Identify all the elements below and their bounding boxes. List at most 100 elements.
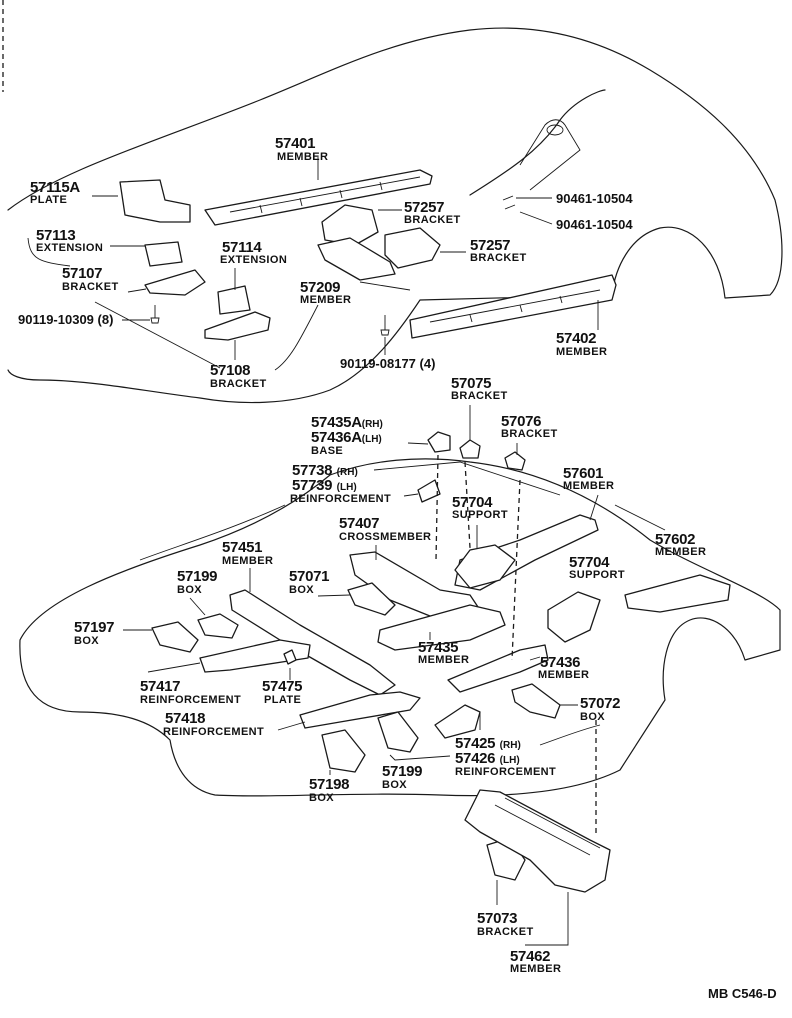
label-57402: 57402 (556, 330, 597, 347)
label-57436: 57436 (540, 654, 581, 671)
label-57436A: 57436A(LH) (311, 430, 382, 446)
name-57198: BOX (309, 792, 335, 804)
name-57257a: BRACKET (404, 214, 461, 226)
label-57704a: 57704 (452, 494, 493, 511)
name-57402: MEMBER (556, 346, 608, 358)
label-57209: 57209 (300, 279, 341, 296)
name-57073: BRACKET (477, 926, 534, 938)
label-57407: 57407 (339, 515, 380, 532)
name-57199a: BOX (177, 584, 203, 596)
name-57115A: PLATE (30, 194, 68, 206)
name-57113: EXTENSION (36, 242, 104, 254)
bolt2-number: 90119-08177 (340, 356, 416, 371)
box-57199b-shape (377, 711, 419, 753)
label-57426: 57426 (LH) (455, 751, 520, 767)
plate-57115A-shape (119, 179, 191, 223)
rh-57425: (RH) (499, 740, 521, 751)
bracket-57108-shape (204, 311, 271, 341)
name-57071: BOX (289, 584, 315, 596)
base-57435A-shape (427, 431, 451, 453)
label-57601: 57601 (563, 465, 604, 482)
label-57602: 57602 (655, 531, 696, 548)
bolt-90461-upper (502, 195, 516, 210)
name-57417: REINFORCEMENT (140, 694, 242, 706)
label-57107: 57107 (62, 265, 103, 282)
label-57401: 57401 (275, 135, 316, 152)
name-57072: BOX (580, 711, 606, 723)
pn-57426: 57426 (455, 750, 496, 767)
label-57739: 57739 (LH) (292, 478, 357, 494)
extension-57113-shape (144, 241, 183, 267)
label-57425: 57425 (RH) (455, 736, 521, 752)
pillar-hole (546, 124, 564, 136)
label-57475: 57475 (262, 678, 303, 695)
dash-line-3 (511, 479, 521, 661)
label-57704b: 57704 (569, 554, 610, 571)
member-57436-shape (447, 644, 549, 693)
label-57451: 57451 (222, 539, 263, 556)
lh-57436A: (LH) (361, 434, 382, 445)
box-57198-shape (321, 729, 366, 773)
member-57602-shape (624, 574, 731, 613)
reinforcement-57418-shape (299, 691, 421, 729)
rh-57435A: (RH) (361, 419, 383, 430)
lh-57426: (LH) (499, 755, 520, 766)
extension-57114-shape (217, 285, 251, 315)
name-57451: MEMBER (222, 555, 274, 567)
label-57738: 57738 (RH) (292, 463, 358, 479)
label-57199b: 57199 (382, 763, 423, 780)
bracket-57075-shape (459, 439, 481, 459)
reinforcement-57425-shape (434, 704, 481, 739)
bolt-90119-10309 (150, 305, 160, 324)
member-57451-shape (229, 589, 396, 696)
bolt2-qty: (4) (419, 356, 436, 371)
box-57071-shape (347, 582, 396, 616)
name-57418: REINFORCEMENT (163, 726, 265, 738)
name-57436: MEMBER (538, 669, 590, 681)
member-57462-shape (464, 789, 611, 893)
member-57435-shape (377, 604, 506, 651)
plate-57475-shape (283, 649, 297, 665)
pn-57739: 57739 (292, 477, 333, 494)
support-57704b-shape (547, 591, 601, 643)
label-57199a: 57199 (177, 568, 218, 585)
label-57197: 57197 (74, 619, 115, 636)
name-57107: BRACKET (62, 281, 119, 293)
name-57435: MEMBER (418, 654, 470, 666)
name-57114: EXTENSION (220, 254, 288, 266)
label-57198: 57198 (309, 776, 350, 793)
bracket-57107-shape (144, 269, 206, 296)
upper-car-outline (7, 27, 783, 404)
lower-car-outline (19, 458, 781, 797)
upper-pillar (519, 119, 581, 191)
box-57072-shape (511, 683, 561, 719)
member-57462-detail (494, 797, 601, 856)
rh-57738: (RH) (336, 467, 358, 478)
label-57418: 57418 (165, 710, 206, 727)
name-57462: MEMBER (510, 963, 562, 975)
member-57402-detail (429, 289, 601, 323)
box-57199a-shape (197, 613, 239, 639)
diagram-code: MB C546-D (708, 986, 777, 1001)
label-57462: 57462 (510, 948, 551, 965)
label-57115A: 57115A (30, 179, 80, 196)
lh-57739: (LH) (336, 482, 357, 493)
label-57072: 57072 (580, 695, 621, 712)
label-57257a: 57257 (404, 199, 445, 216)
member-57401-shape (204, 169, 433, 226)
label-57075: 57075 (451, 375, 492, 392)
name-57197: BOX (74, 635, 100, 647)
name-57602: MEMBER (655, 546, 707, 558)
pn-57435A: 57435A (311, 414, 362, 431)
bolt-90119-08177 (380, 315, 390, 336)
reinforcement-57738-shape (417, 479, 441, 503)
label-57073: 57073 (477, 910, 518, 927)
label-57113: 57113 (36, 227, 76, 244)
name-57401: MEMBER (277, 151, 329, 163)
pn-57436A: 57436A (311, 429, 362, 446)
name-57704b: SUPPORT (569, 569, 625, 581)
support-57704a-shape (454, 544, 516, 589)
label-57417: 57417 (140, 678, 181, 695)
upper-roof-line (469, 89, 606, 196)
